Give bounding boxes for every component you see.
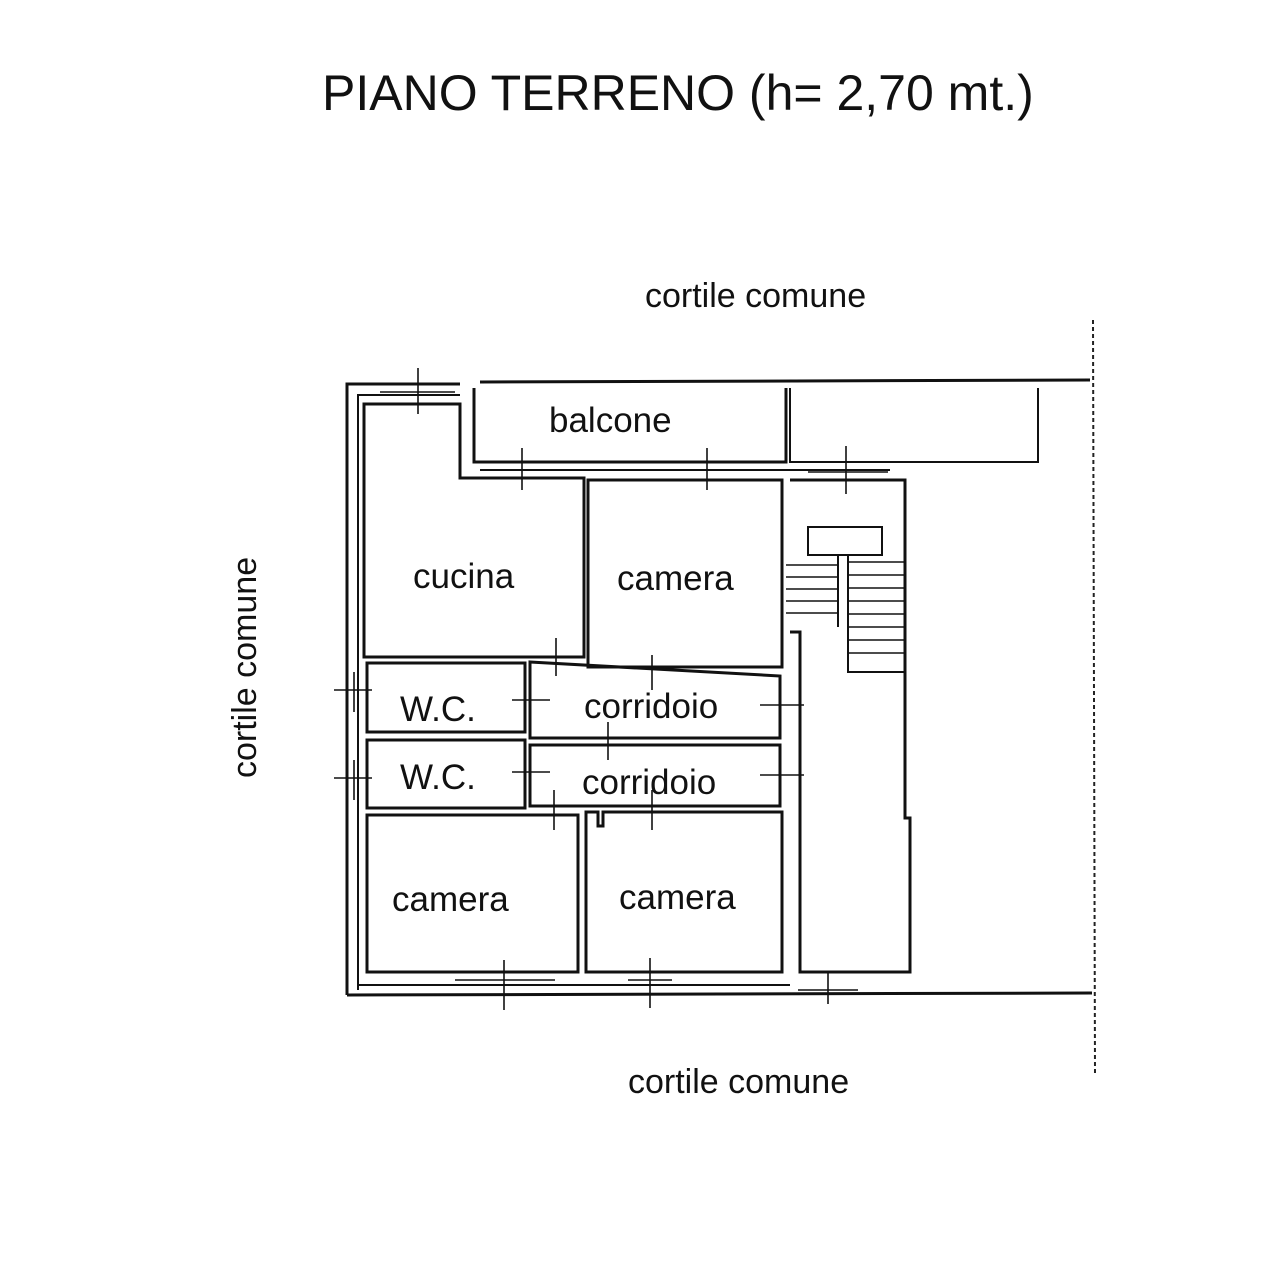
room-label-cucina: cucina [413, 557, 515, 596]
room-label-wc-upper: W.C. [400, 690, 476, 729]
opening-markers [334, 368, 888, 1010]
wc-upper-room [365, 661, 527, 734]
courtyard-label-top: cortile comune [645, 277, 866, 315]
corridoio-lower-room [528, 743, 782, 808]
room-label-corridoio-lower: corridoio [582, 763, 716, 802]
courtyard-label-left: cortile comune [226, 557, 264, 778]
room-label-balcone: balcone [549, 401, 672, 440]
cucina-room [362, 402, 586, 659]
room-label-camera-upper: camera [617, 559, 734, 598]
stairwell [786, 478, 912, 974]
room-label-wc-lower: W.C. [400, 758, 476, 797]
wc-lower-room [365, 738, 527, 810]
outer-walls [345, 378, 1093, 997]
camera-upper-room [586, 478, 784, 669]
property-boundary [1092, 319, 1096, 1076]
plan-title: PIANO TERRENO (h= 2,70 mt.) [322, 65, 1034, 121]
balcone-room [472, 388, 1039, 471]
camera-lower-right-room [584, 810, 784, 974]
courtyard-label-bottom: cortile comune [628, 1063, 849, 1101]
room-label-camera-lower-right: camera [619, 878, 736, 917]
room-label-corridoio-upper: corridoio [584, 687, 718, 726]
corridoio-upper-room [528, 660, 782, 740]
room-label-camera-lower-left: camera [392, 880, 509, 919]
camera-lower-left-room [365, 813, 580, 974]
